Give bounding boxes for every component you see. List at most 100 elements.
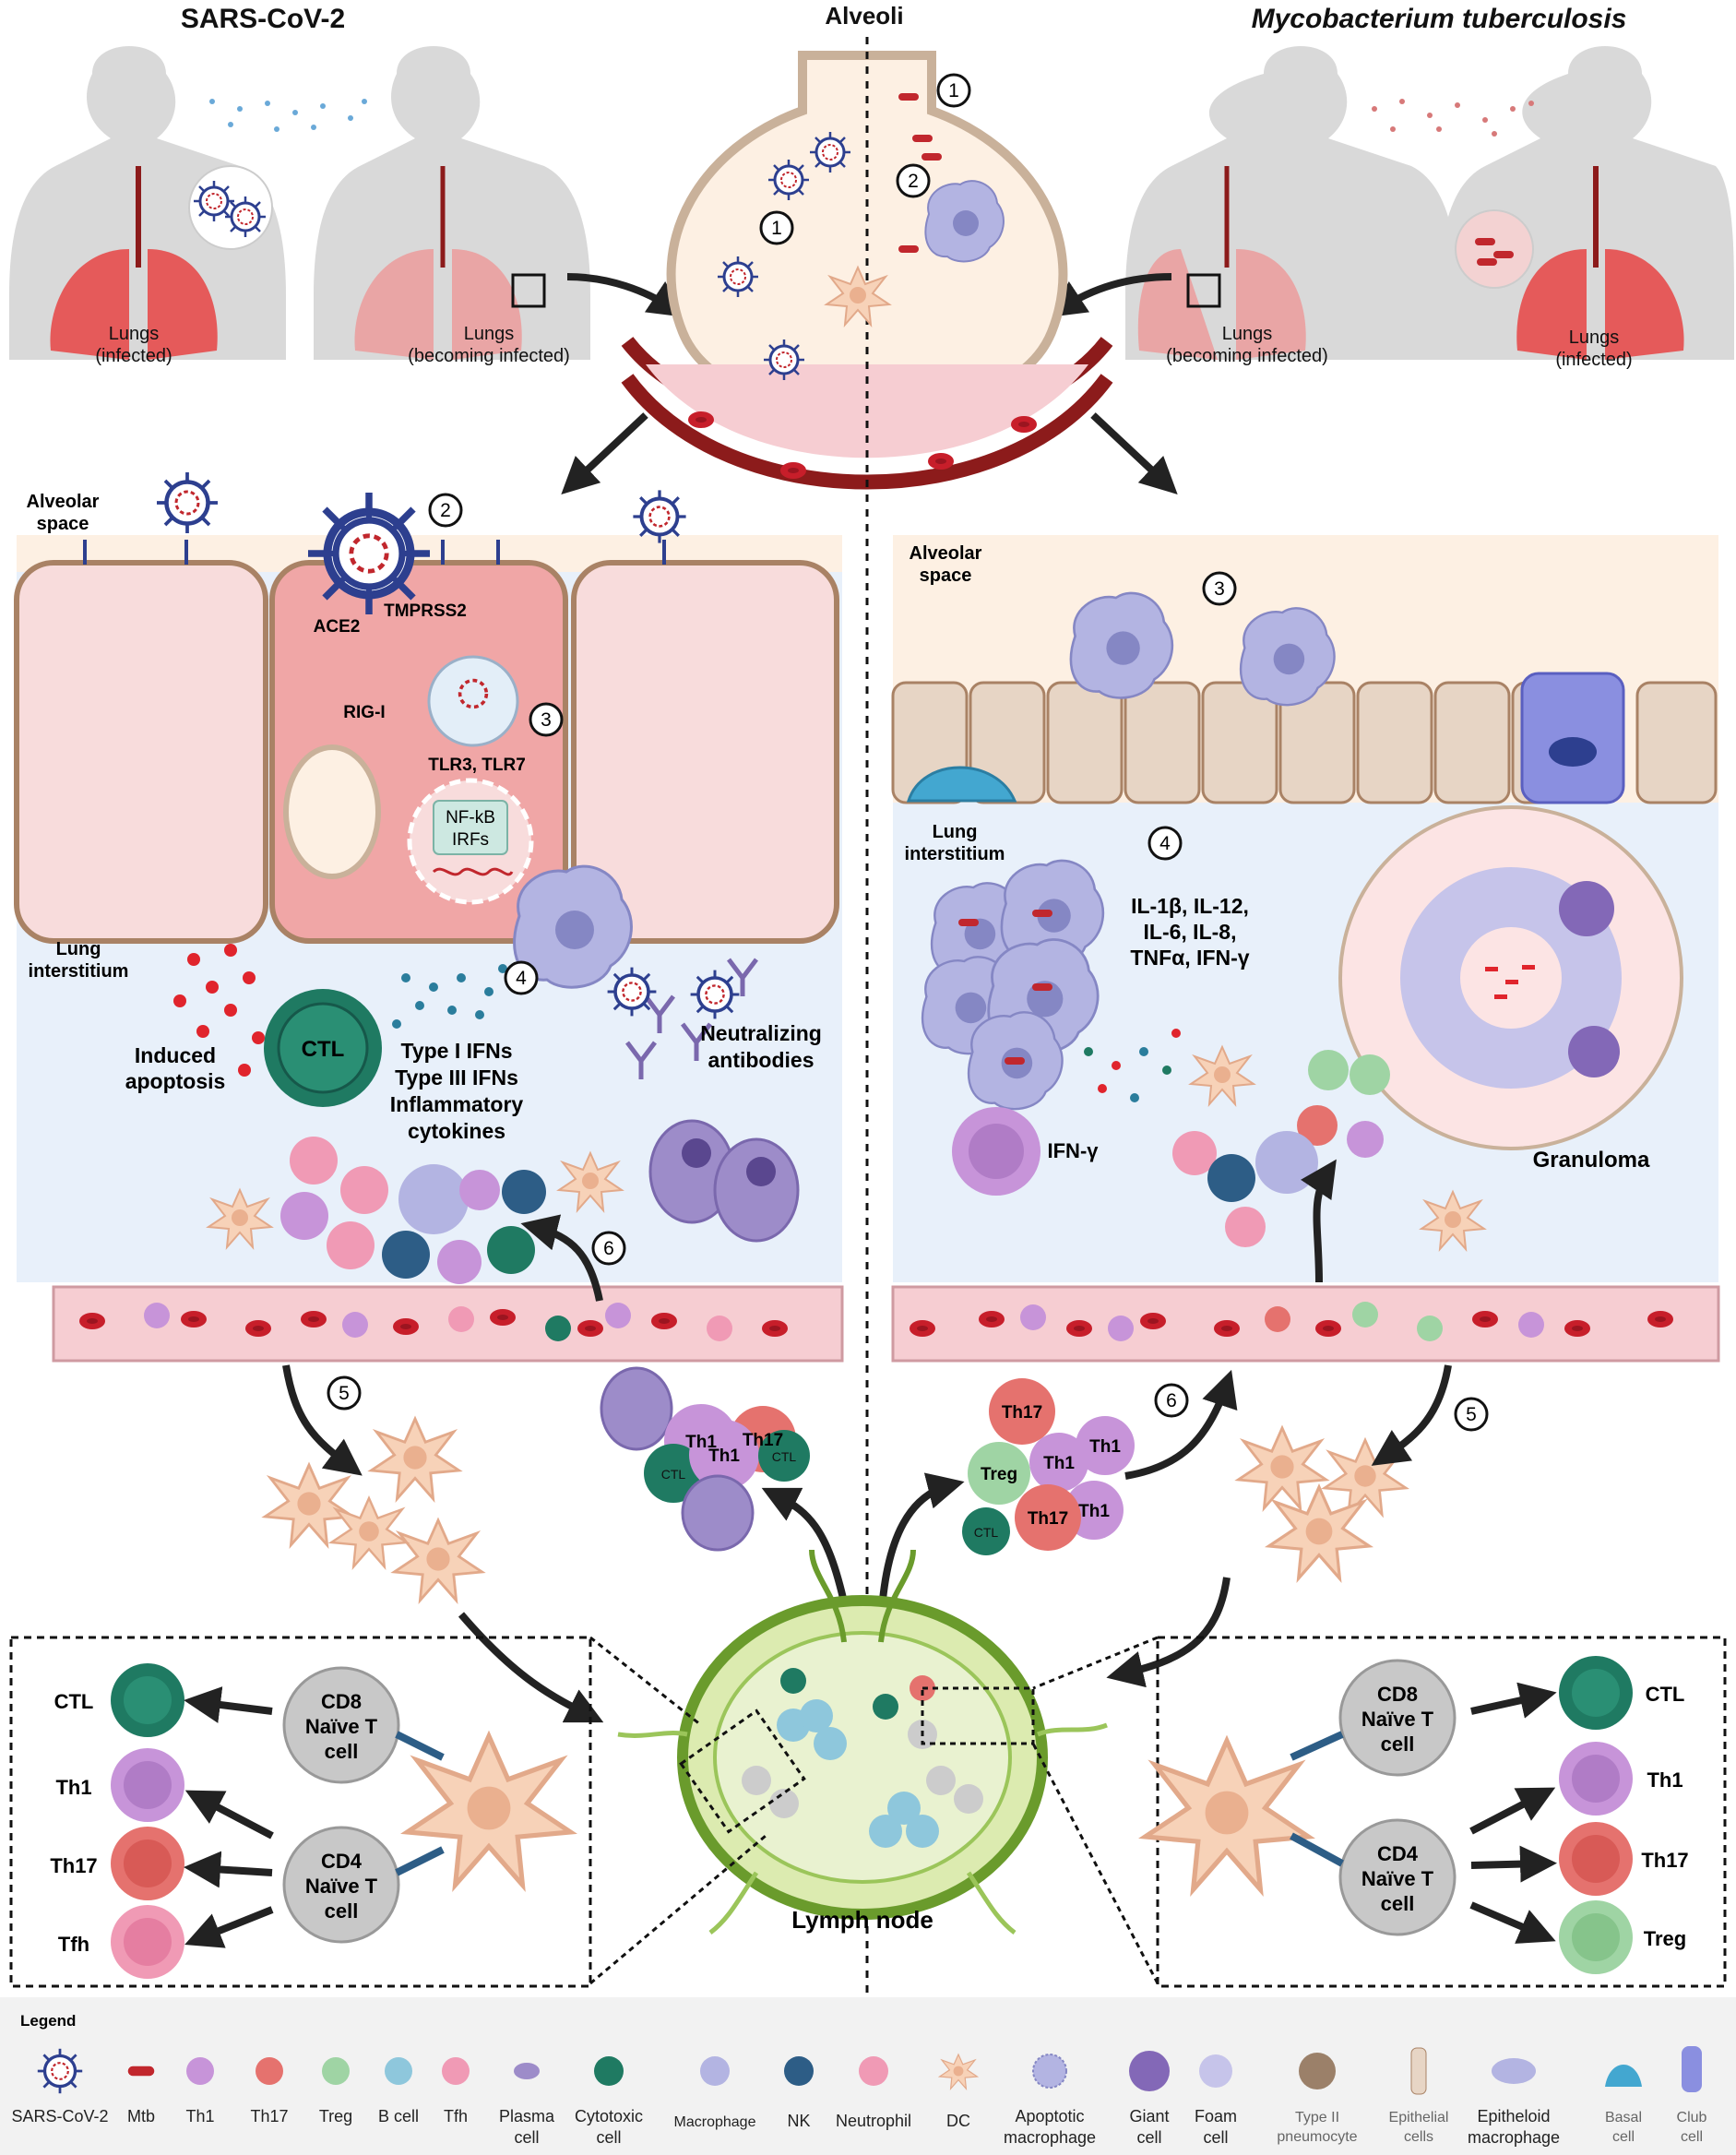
arrow-6-right-up [1301,1159,1337,1283]
lungs-infected-left [50,166,218,360]
legend-epithelial-2: cells [1404,2129,1433,2145]
ln-right-cd4-2: Naïve T [1361,1867,1434,1890]
ln-right-cd8-1: CD8 [1377,1683,1418,1706]
legend-cytotoxic-2: cell [596,2128,621,2147]
aerosol-left [209,99,367,132]
label-il-2: IL-6, IL-8, [1144,920,1237,944]
label-tmprss2: TMPRSS2 [384,601,467,621]
step-6-sars: 6 [603,1238,614,1259]
label-ifn-gamma: IFN-γ [1048,1139,1100,1162]
legend-dc: DC [946,2112,970,2130]
label-induced-apoptosis-2: apoptosis [125,1069,226,1093]
lungs-infected-label-right: Lungs [1569,327,1620,348]
ln-left-cd4-3: cell [325,1899,359,1923]
label-th17-right-b: Th17 [1028,1509,1068,1529]
virus-inset [188,165,273,250]
label-tlr: TLR3, TLR7 [428,756,526,775]
legend-club-1: Club [1677,2110,1707,2125]
ln-right-cd8-2: Naïve T [1361,1708,1434,1731]
arrows-ln-left [184,1686,274,1948]
legend-tfh: Tfh [444,2107,468,2125]
antibodies [625,958,758,1079]
legend-th17: Th17 [250,2107,288,2125]
cd8-naive-right [1338,1659,1457,1777]
arrows-ln-right [1469,1682,1557,1944]
step-3-sars: 3 [541,709,552,731]
label-il-1: IL-1β, IL-12, [1131,894,1249,918]
granuloma [1338,805,1683,1150]
zoom-line-left-1 [589,1636,702,1727]
endosome [427,655,519,747]
effector-cells-right [962,1378,1135,1555]
ln-left-cd8-1: CD8 [321,1690,362,1713]
tcr-left [395,1731,445,1876]
ln-right-out-ctl: CTL [1646,1683,1685,1706]
legend-icons [36,2046,1702,2095]
mtb-inset [1455,209,1534,289]
lungs-infected-right [1516,166,1684,360]
autophagosome [283,744,381,879]
aerosol-right [1372,99,1534,137]
label-rig-i: RIG-I [343,703,385,722]
ln-left-cd4-1: CD4 [321,1850,363,1873]
apoptosis-dots [173,944,265,1077]
ln-detail-left [9,1636,592,1988]
label-ctl-cell: CTL [302,1037,345,1062]
legend-cytotoxic-1: Cytotoxic [575,2107,643,2125]
zoom-line-right-1 [1032,1636,1159,1690]
legend-basal-1: Basal [1605,2110,1642,2125]
label-ctl-left-b: CTL [772,1449,797,1464]
ln-left-cd8-2: Naïve T [305,1715,378,1738]
vessel-right [891,1285,1720,1363]
step-5-mtb: 5 [1466,1404,1477,1425]
cytokine-dots-right [1084,1029,1181,1102]
virus-neutralized-2 [688,968,742,1021]
legend-plasma-1: Plasma [499,2107,555,2125]
cytokine-dots-left [392,964,507,1029]
dc-migrating-right [1237,1426,1408,1580]
cd8-naive-left [282,1666,400,1784]
legend-labels: SARS-CoV-2 Mtb Th1 Th17 Treg B cell Tfh … [11,2107,1706,2147]
label-inflammatory: Inflammatory [390,1092,524,1116]
ln-right-out-th17: Th17 [1641,1849,1688,1872]
lungs-becoming-left [354,166,546,360]
label-nfkb: NF-kB [446,808,495,827]
lymph-node [617,1549,1108,1935]
left-interstitium-label-1: Lung [56,939,101,959]
ln-left-cd8-3: cell [325,1740,359,1763]
label-type3-ifns: Type III IFNs [395,1066,518,1089]
club-cell-nucleus [1549,737,1597,767]
ln-left-out-ctl: CTL [54,1690,94,1713]
lungs-infected-sub-left: (infected) [95,346,172,366]
label-irfs: IRFs [452,830,489,850]
arrow-5-left [282,1364,363,1476]
step-5-sars: 5 [339,1383,350,1404]
receptors-left [83,540,666,565]
legend-type2-2: pneumocyte [1277,2129,1357,2145]
label-cytokines: cytokines [408,1119,505,1143]
step-4-mtb: 4 [1159,833,1171,854]
plasma-cells-left [648,1119,800,1243]
vessel-right-cells [910,1302,1673,1341]
label-type1-ifns: Type I IFNs [401,1039,513,1063]
virus-neutralized-1 [605,965,659,1018]
legend-epitheloid-1: Epitheloid [1477,2107,1550,2125]
dc-ln-right [1146,1741,1309,1889]
lungs-becoming-label-left: Lungs [464,324,515,344]
title-alveoli: Alveoli [825,2,903,30]
legend-treg: Treg [319,2107,352,2125]
cd4-naive-left [282,1826,400,1944]
label-lymph-node: Lymph node [791,1906,933,1934]
arrow-6-right-to-vessel [1124,1369,1238,1480]
legend-sars: SARS-CoV-2 [11,2107,108,2125]
ln-left-cd4-2: Naïve T [305,1875,378,1898]
right-interstitium-label-1: Lung [933,822,978,842]
arrow-5-right [1371,1364,1452,1466]
basal-cell [906,766,1017,803]
step-2-mtb: 2 [908,171,919,192]
legend-title: Legend [20,2012,76,2030]
label-il-3: TNFα, IFN-γ [1130,946,1249,970]
legend-th1: Th1 [185,2107,214,2125]
dc-ln-left [408,1736,571,1885]
